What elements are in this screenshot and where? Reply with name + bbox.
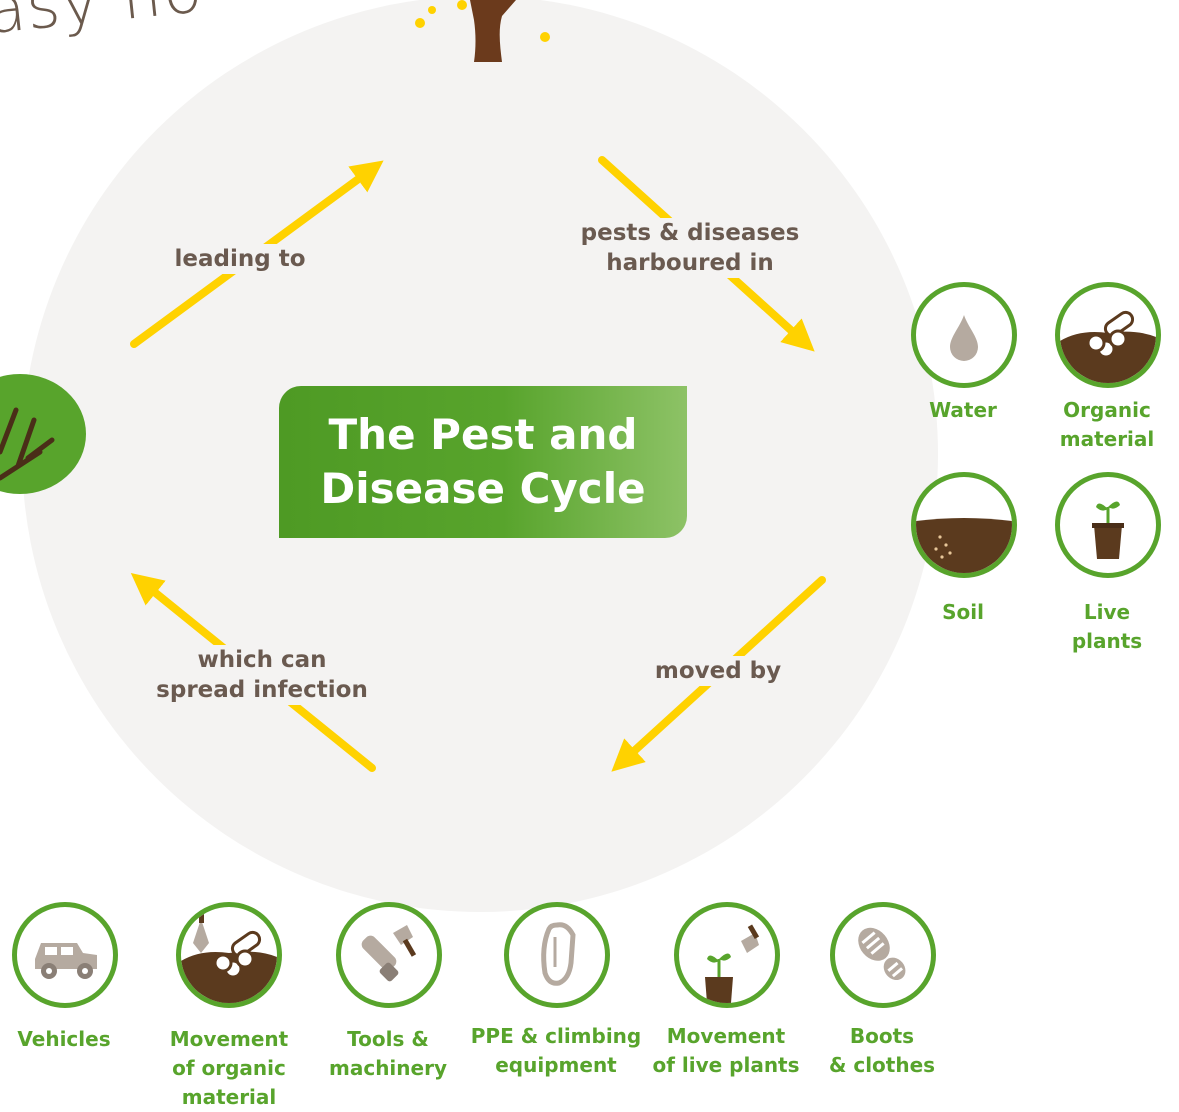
live-plants-movement-label: Movement of live plants: [652, 1024, 800, 1077]
live-plants-movement-icon-circle: [674, 902, 780, 1008]
organic-material-icon-circle: [1055, 282, 1161, 388]
water-drop-icon: [950, 315, 978, 361]
water-label: Water: [929, 398, 997, 422]
live-plants-icon-circle: [1055, 472, 1161, 578]
arrow-label-spread-infection: which can spread infection: [150, 645, 374, 705]
soil-label: Soil: [942, 600, 984, 624]
arrow-label-harboured-in: pests & diseases harboured in: [574, 218, 806, 278]
arrow-label-moved-by: moved by: [648, 656, 788, 686]
cycle-title-box: The Pest and Disease Cycle: [279, 386, 687, 538]
tools-label: Tools & machinery: [329, 1027, 447, 1080]
water-icon-circle: [911, 282, 1017, 388]
boot-print-icon: [858, 927, 906, 981]
vehicle-icon: [35, 943, 97, 979]
live-plants-label: Live plants: [1071, 600, 1143, 653]
bush-icon: [0, 374, 86, 494]
chainsaw-and-trowel-icon: [361, 925, 417, 982]
boots-icon-circle: [830, 902, 936, 1008]
tree-trunk-icon: [415, 0, 550, 62]
seedling-and-trowel-icon: [705, 924, 760, 1003]
soil-icon-circle: [911, 472, 1017, 578]
vehicles-label: Vehicles: [17, 1027, 111, 1051]
logs-and-trowel-icon: [181, 909, 277, 1003]
boots-label: Boots & clothes: [828, 1024, 936, 1077]
soil-icon: [916, 518, 1012, 573]
potted-seedling-icon: [1092, 501, 1124, 559]
vehicles-icon-circle: [12, 902, 118, 1008]
ppe-label: PPE & climbing equipment: [470, 1024, 642, 1077]
organic-movement-icon-circle: [176, 902, 282, 1008]
tools-icon-circle: [336, 902, 442, 1008]
ppe-icon-circle: [504, 902, 610, 1008]
organic-movement-label: Movement of organic material: [169, 1027, 289, 1109]
carabiner-icon: [541, 922, 576, 986]
organic-material-label: Organic material: [1059, 398, 1155, 451]
logs-on-mulch-icon: [1060, 310, 1156, 383]
arrow-label-leading-to: leading to: [168, 244, 312, 274]
cycle-title: The Pest and Disease Cycle: [320, 410, 646, 513]
